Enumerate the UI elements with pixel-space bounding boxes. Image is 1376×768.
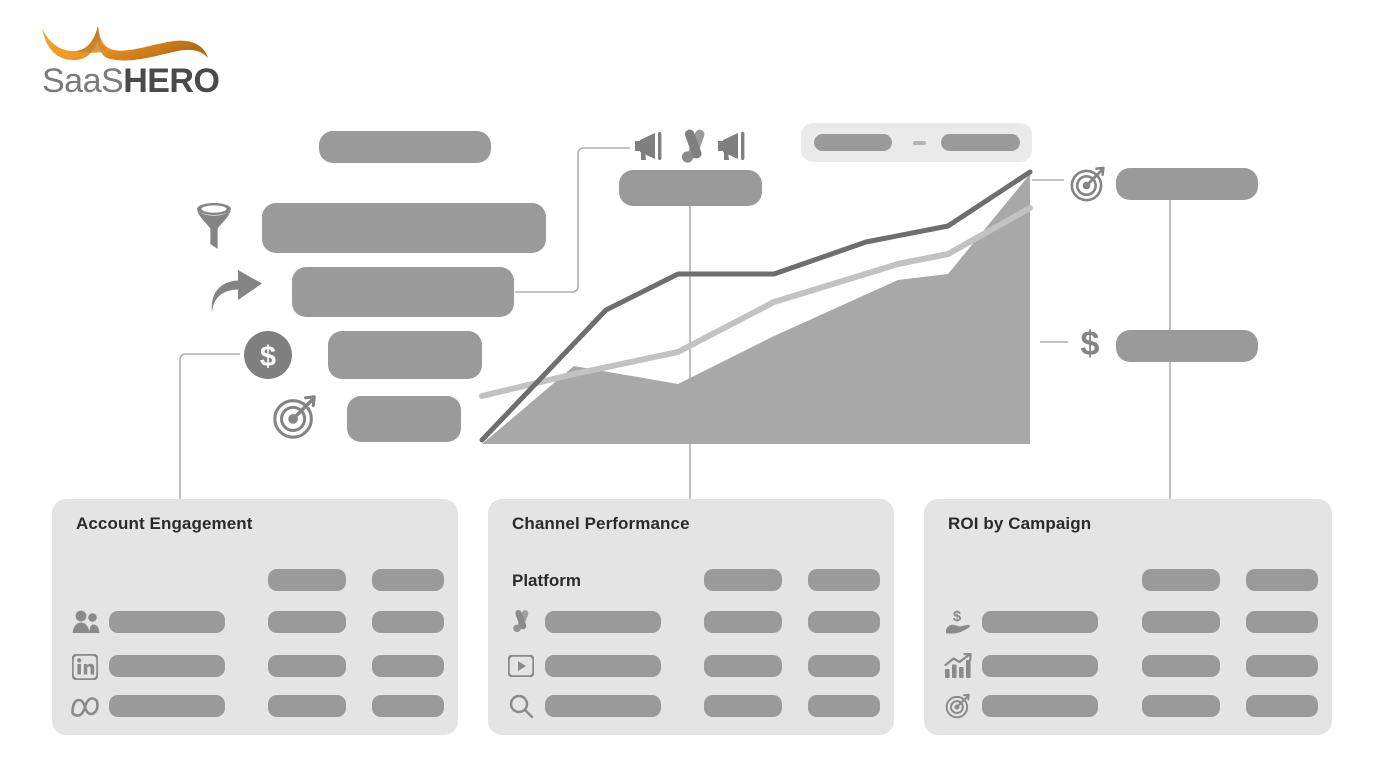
- logo-text-hero: HERO: [123, 62, 220, 100]
- card-subtitle: Platform: [512, 571, 581, 590]
- row-value-pill-1: [704, 695, 782, 717]
- row-value-pill-2: [1246, 695, 1318, 717]
- chart-line-dark: [479, 169, 1033, 443]
- target-arrow-icon: [944, 692, 972, 720]
- search-icon: [508, 693, 534, 719]
- people-icon: [72, 609, 100, 635]
- skeleton-bar-target: [347, 396, 461, 442]
- header-pill-col2: [704, 569, 782, 591]
- logo-swoosh-icon: [42, 26, 208, 61]
- megaphone-left-icon: [632, 129, 666, 163]
- meta-icon: [70, 695, 100, 719]
- card-title: Channel Performance: [512, 514, 690, 533]
- skeleton-bar-heading: [319, 131, 491, 163]
- row-label-pill: [109, 655, 225, 677]
- row-value-pill-1: [704, 655, 782, 677]
- channel-performance-card[interactable]: Channel Performance Platform: [488, 499, 894, 735]
- skeleton-bar-metric: [328, 331, 482, 379]
- header-pill-col3: [372, 569, 444, 591]
- row-value-pill-1: [268, 655, 346, 677]
- header-pill-col3: [1246, 569, 1318, 591]
- row-value-pill-1: [1142, 611, 1220, 633]
- row-label-pill: [545, 695, 661, 717]
- campaign-label-pill: [619, 170, 762, 206]
- growth-chart-icon: [944, 652, 972, 679]
- row-value-pill-2: [372, 655, 444, 677]
- megaphone-right-icon: [715, 129, 749, 163]
- linkedin-icon: [71, 653, 99, 681]
- row-label-pill: [982, 695, 1098, 717]
- row-label-pill: [109, 695, 225, 717]
- row-value-pill-1: [268, 611, 346, 633]
- row-label-pill: [109, 611, 225, 633]
- svg-text:$: $: [953, 608, 962, 625]
- date-range-start-field[interactable]: [814, 134, 892, 151]
- performance-area-chart: [479, 169, 1033, 444]
- skeleton-bar-secondary: [292, 267, 514, 317]
- google-ads-icon: [674, 125, 716, 167]
- account-engagement-card[interactable]: Account Engagement: [52, 499, 458, 735]
- svg-text:$: $: [1081, 325, 1100, 363]
- row-label-pill: [545, 611, 661, 633]
- dollar-sign-icon: $: [1074, 323, 1106, 363]
- row-value-pill-2: [808, 611, 880, 633]
- target-metric-pill: [1116, 168, 1258, 200]
- row-value-pill-1: [1142, 695, 1220, 717]
- chart-line-light: [479, 205, 1033, 399]
- chart-area-fill: [482, 174, 1030, 444]
- revenue-metric-pill: [1116, 330, 1258, 362]
- youtube-icon: [507, 654, 535, 678]
- row-value-pill-1: [1142, 655, 1220, 677]
- row-value-pill-2: [372, 611, 444, 633]
- row-value-pill-1: [704, 611, 782, 633]
- brand-logo[interactable]: SaaSHERO: [36, 20, 236, 100]
- date-range-end-field[interactable]: [941, 134, 1020, 151]
- svg-text:$: $: [260, 341, 276, 373]
- date-range-control[interactable]: [801, 123, 1032, 162]
- card-title: ROI by Campaign: [948, 514, 1092, 533]
- roi-by-campaign-card[interactable]: ROI by Campaign $: [924, 499, 1332, 735]
- row-label-pill: [982, 655, 1098, 677]
- logo-text-saas: SaaS: [42, 62, 124, 100]
- dollar-circle-icon: $: [243, 330, 293, 380]
- header-pill-col2: [268, 569, 346, 591]
- date-range-separator: [913, 141, 926, 145]
- row-value-pill-2: [808, 655, 880, 677]
- header-pill-col3: [808, 569, 880, 591]
- money-hand-icon: $: [944, 607, 974, 635]
- target-arrow-icon: [1068, 164, 1108, 204]
- funnel-icon: [192, 200, 236, 250]
- target-arrow-icon: [270, 392, 320, 442]
- row-value-pill-1: [268, 695, 346, 717]
- row-value-pill-2: [372, 695, 444, 717]
- google-ads-icon: [508, 607, 536, 635]
- header-pill-col2: [1142, 569, 1220, 591]
- skeleton-bar-primary: [262, 203, 546, 253]
- logo-wordmark: SaaSHERO: [42, 62, 220, 100]
- row-label-pill: [545, 655, 661, 677]
- row-value-pill-2: [1246, 611, 1318, 633]
- row-value-pill-2: [808, 695, 880, 717]
- row-value-pill-2: [1246, 655, 1318, 677]
- row-label-pill: [982, 611, 1098, 633]
- share-arrow-icon: [208, 268, 264, 316]
- card-title: Account Engagement: [76, 514, 253, 533]
